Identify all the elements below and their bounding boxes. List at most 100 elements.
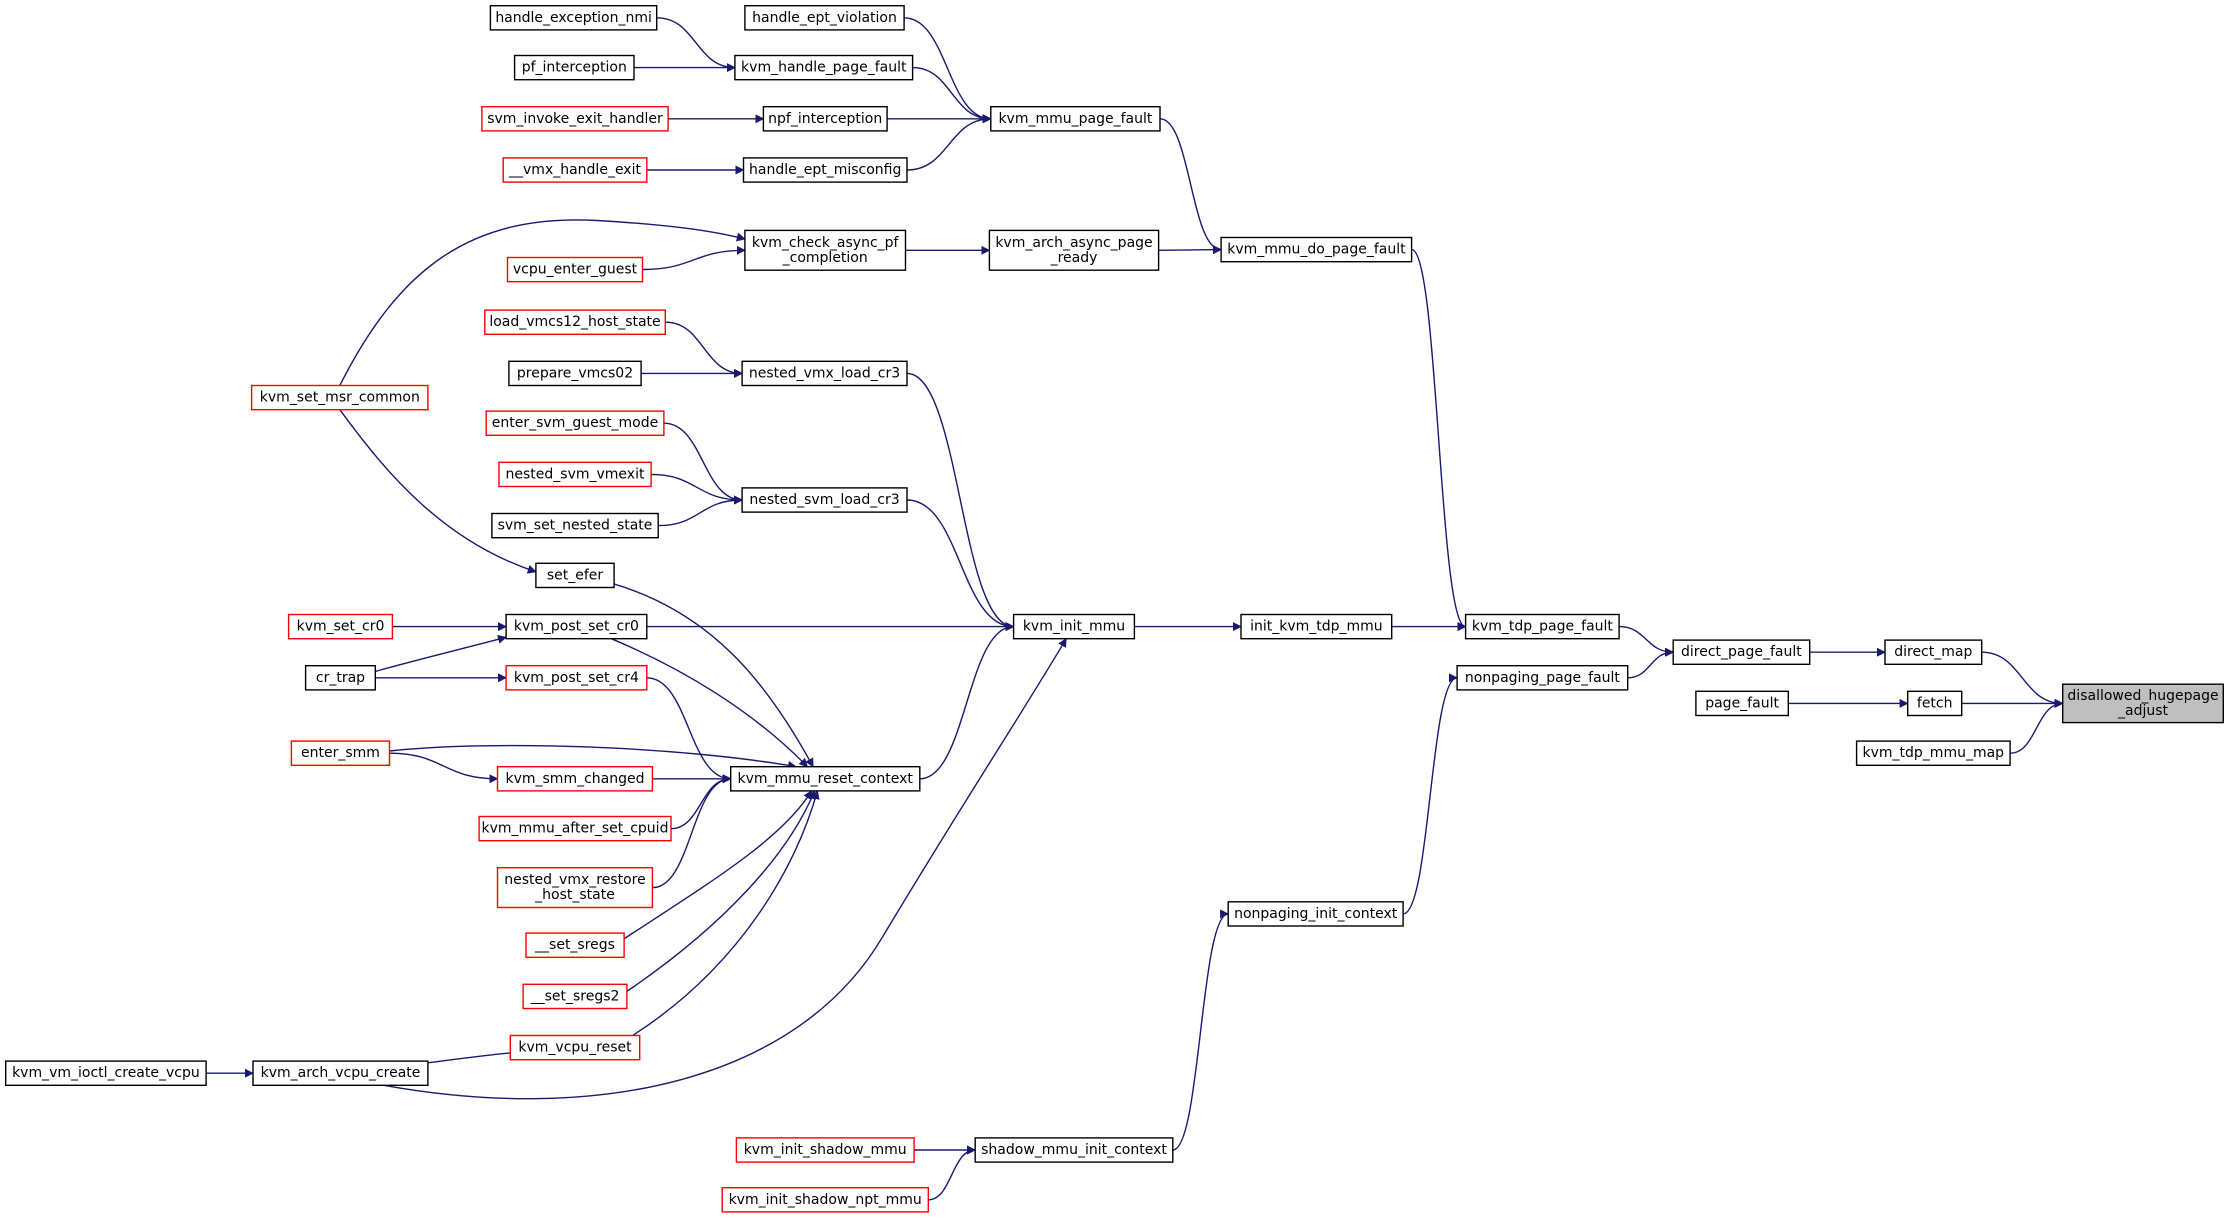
node-vmx_handle_exit[interactable]: __vmx_handle_exit (502, 157, 648, 183)
node-nonpaging_init_context[interactable]: nonpaging_init_context (1227, 901, 1404, 927)
node-box (4, 1060, 207, 1086)
node-label: kvm_mmu_after_set_cpuid (482, 821, 669, 837)
node-label: kvm_init_shadow_npt_mmu (729, 1192, 922, 1208)
node-enter_smm[interactable]: enter_smm (290, 740, 391, 766)
node-label: nested_svm_vmexit (506, 466, 645, 482)
node-vcpu_enter_guest[interactable]: vcpu_enter_guest (506, 256, 644, 283)
node-label: kvm_init_shadow_mmu (744, 1142, 907, 1158)
node-label: nonpaging_page_fault (1465, 670, 1621, 686)
node-page_fault[interactable]: page_fault (1695, 690, 1790, 717)
node-label: prepare_vmcs02 (517, 365, 633, 381)
node-kvm_init_mmu[interactable]: kvm_init_mmu (1012, 613, 1136, 640)
node-kvm_vm_ioctl_create_vcpu[interactable]: kvm_vm_ioctl_create_vcpu (4, 1060, 207, 1086)
node-svm_set_nested_state[interactable]: svm_set_nested_state (491, 512, 659, 539)
node-nested_vmx_restore_host_state[interactable]: nested_vmx_restore_host_state (496, 867, 654, 909)
node-kvm_mmu_page_fault[interactable]: kvm_mmu_page_fault (990, 105, 1161, 132)
node-nested_svm_load_cr3[interactable]: nested_svm_load_cr3 (741, 487, 908, 513)
node-label: npf_interception (768, 111, 882, 127)
node-kvm_vcpu_reset[interactable]: kvm_vcpu_reset (509, 1034, 641, 1061)
node-label: init_kvm_tdp_mmu (1250, 619, 1383, 635)
node-label: fetch (1917, 695, 1953, 711)
node-box (496, 867, 654, 909)
node-kvm_init_shadow_npt_mmu[interactable]: kvm_init_shadow_npt_mmu (721, 1186, 930, 1213)
node-npf_interception[interactable]: npf_interception (762, 105, 888, 132)
node-set_efer[interactable]: set_efer (535, 562, 615, 589)
edge-kvm_arch_async_page_ready-to-kvm_mmu_do_page_fault (1158, 245, 1222, 255)
node-label: nested_vmx_load_cr3 (749, 365, 900, 381)
node-fetch[interactable]: fetch (1906, 690, 1963, 717)
edge-kvm_arch_vcpu_create-to-kvm_init_mmu (383, 637, 1067, 1100)
node-box (535, 562, 615, 589)
node-kvm_check_async_pf_completion[interactable]: kvm_check_async_pf_completion (744, 229, 907, 271)
node-label: kvm_arch_async_page (995, 235, 1152, 251)
node-box (974, 1137, 1174, 1163)
edge-handle_ept_violation-to-kvm_mmu_page_fault (904, 17, 992, 124)
node-nonpaging_page_fault[interactable]: nonpaging_page_fault (1456, 665, 1629, 691)
node-kvm_mmu_do_page_fault[interactable]: kvm_mmu_do_page_fault (1220, 236, 1413, 263)
edge-direct_map-to-disallowed_hugepage_adjust (1981, 651, 2064, 708)
node-kvm_post_set_cr4[interactable]: kvm_post_set_cr4 (505, 665, 648, 691)
edge-kvm_mmu_page_fault-to-kvm_mmu_do_page_fault (1159, 118, 1222, 255)
node-kvm_arch_vcpu_create[interactable]: kvm_arch_vcpu_create (252, 1060, 429, 1086)
node-cr_trap[interactable]: cr_trap (304, 665, 377, 691)
node-label: handle_exception_nmi (495, 10, 652, 26)
node-kvm_set_cr0[interactable]: kvm_set_cr0 (287, 613, 394, 640)
node-enter_svm_guest_mode[interactable]: enter_svm_guest_mode (485, 410, 665, 437)
edge-kvm_init_shadow_npt_mmu-to-shadow_mmu_init_context (928, 1145, 977, 1201)
node-label: kvm_handle_page_fault (741, 60, 907, 76)
node-nested_vmx_load_cr3[interactable]: nested_vmx_load_cr3 (741, 360, 908, 387)
node-label: kvm_arch_vcpu_create (261, 1065, 421, 1081)
node-set_sregs2[interactable]: __set_sregs2 (522, 983, 628, 1010)
node-label: kvm_post_set_cr0 (514, 619, 639, 635)
node-label: nonpaging_init_context (1234, 906, 1398, 922)
node-box (744, 229, 907, 271)
node-box (988, 229, 1160, 271)
node-kvm_post_set_cr0[interactable]: kvm_post_set_cr0 (505, 613, 648, 640)
node-label: _ready (1050, 250, 1098, 266)
node-kvm_set_msr_common[interactable]: kvm_set_msr_common (250, 384, 429, 411)
node-box (525, 932, 625, 958)
node-box (485, 410, 665, 437)
node-kvm_mmu_after_set_cpuid[interactable]: kvm_mmu_after_set_cpuid (478, 815, 672, 842)
node-shadow_mmu_init_context[interactable]: shadow_mmu_init_context (974, 1137, 1174, 1163)
node-box (1464, 613, 1620, 640)
node-label: kvm_tdp_page_fault (1472, 619, 1614, 635)
node-handle_exception_nmi[interactable]: handle_exception_nmi (489, 4, 658, 31)
node-set_sregs[interactable]: __set_sregs (525, 932, 625, 958)
node-label: enter_smm (301, 745, 380, 761)
node-box (1906, 690, 1963, 717)
node-svm_invoke_exit_handler[interactable]: svm_invoke_exit_handler (481, 105, 669, 132)
node-prepare_vmcs02[interactable]: prepare_vmcs02 (508, 360, 642, 387)
edge-set_sregs2-to-kvm_mmu_reset_context (626, 790, 816, 992)
node-label: svm_invoke_exit_handler (487, 111, 663, 127)
node-kvm_tdp_page_fault[interactable]: kvm_tdp_page_fault (1464, 613, 1620, 640)
node-pf_interception[interactable]: pf_interception (513, 54, 635, 81)
node-box (489, 4, 658, 31)
node-box (287, 613, 394, 640)
node-nested_svm_vmexit[interactable]: nested_svm_vmexit (498, 461, 652, 488)
node-direct_page_fault[interactable]: direct_page_fault (1672, 639, 1811, 665)
node-kvm_arch_async_page_ready[interactable]: kvm_arch_async_page_ready (988, 229, 1160, 271)
edge-nested_svm_load_cr3-to-kvm_init_mmu (906, 499, 1015, 632)
edge-nested_vmx_load_cr3-to-kvm_init_mmu (906, 372, 1015, 632)
edge-handle_ept_misconfig-to-kvm_mmu_page_fault (906, 114, 992, 171)
node-handle_ept_misconfig[interactable]: handle_ept_misconfig (742, 157, 908, 183)
node-box (721, 1186, 930, 1213)
node-kvm_init_shadow_mmu[interactable]: kvm_init_shadow_mmu (735, 1137, 915, 1163)
node-kvm_mmu_reset_context[interactable]: kvm_mmu_reset_context (730, 766, 921, 792)
node-box (744, 4, 905, 31)
node-label: set_efer (547, 567, 604, 583)
node-label: kvm_post_set_cr4 (514, 670, 639, 686)
node-load_vmcs12_host_state[interactable]: load_vmcs12_host_state (484, 309, 666, 336)
node-kvm_smm_changed[interactable]: kvm_smm_changed (496, 766, 654, 792)
node-direct_map[interactable]: direct_map (1884, 639, 1983, 665)
node-handle_ept_violation[interactable]: handle_ept_violation (744, 4, 905, 31)
node-init_kvm_tdp_mmu[interactable]: init_kvm_tdp_mmu (1240, 613, 1393, 640)
node-label: disallowed_hugepage (2067, 688, 2218, 704)
node-box (1672, 639, 1811, 665)
node-kvm_handle_page_fault[interactable]: kvm_handle_page_fault (734, 54, 914, 81)
node-box (290, 740, 391, 766)
node-layer: disallowed_hugepage_adjustdirect_mapfetc… (4, 4, 2224, 1213)
edge-kvm_post_set_cr4-to-kvm_mmu_reset_context (646, 677, 732, 784)
node-kvm_tdp_mmu_map[interactable]: kvm_tdp_mmu_map (1855, 740, 2011, 766)
